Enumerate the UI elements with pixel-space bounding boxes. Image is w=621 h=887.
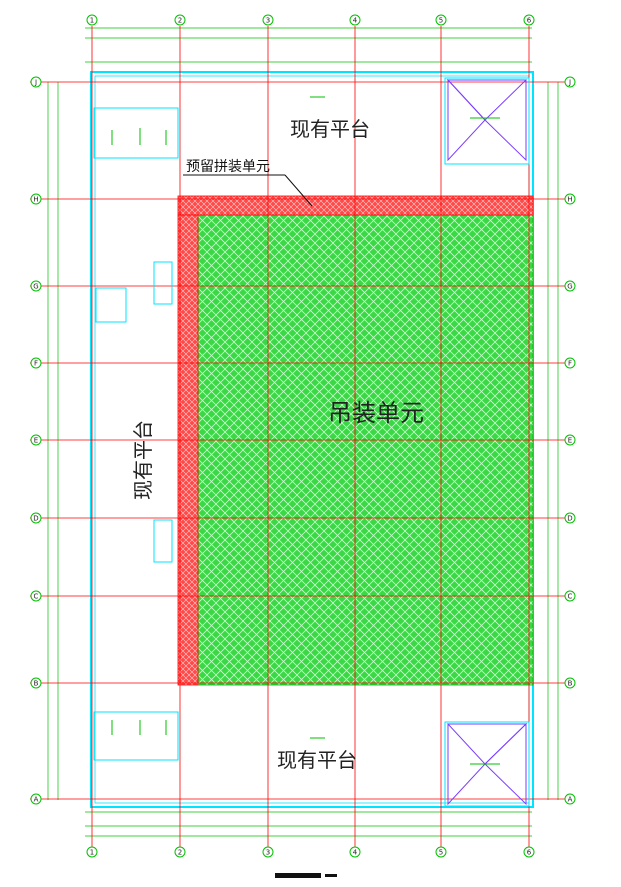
label-reserved-assembly-unit: 预留拼装单元 (186, 159, 270, 175)
label-existing-platform-top: 现有平台 (290, 117, 370, 141)
svg-text:2: 2 (178, 849, 182, 857)
svg-text:4: 4 (353, 849, 358, 857)
grid-bubble-row: J (30, 76, 42, 88)
svg-text:C: C (34, 593, 39, 601)
grid-bubble-col: 4 (349, 846, 361, 858)
svg-text:E: E (568, 437, 572, 445)
grid-bubble-row: E (30, 434, 42, 446)
svg-text:F: F (34, 360, 38, 368)
svg-text:D: D (33, 515, 38, 523)
grid-bubble-row: C (30, 590, 42, 602)
svg-text:6: 6 (527, 849, 532, 857)
grid-bubble-col: 5 (435, 14, 447, 26)
grid-bubble-col: 3 (262, 14, 274, 26)
grid-bubble-col: 2 (174, 846, 186, 858)
svg-text:J: J (34, 79, 37, 87)
grid-bubble-row: H (30, 193, 42, 205)
svg-text:4: 4 (353, 17, 358, 25)
grid-bubble-col: 4 (349, 14, 361, 26)
svg-text:G: G (33, 283, 38, 291)
reserved-assembly-area (177, 195, 534, 686)
svg-text:F: F (568, 360, 572, 368)
grid-bubble-col: 6 (523, 14, 535, 26)
svg-text:A: A (34, 796, 39, 804)
svg-text:E: E (34, 437, 38, 445)
grid-bubble-row: J (564, 76, 576, 88)
label-lifting-unit: 吊装单元 (328, 399, 424, 427)
svg-text:B: B (568, 680, 573, 688)
svg-text:H: H (33, 196, 38, 204)
label-existing-platform-bottom: 现有平台 (277, 748, 357, 772)
grid-bubble-row: G (564, 280, 576, 292)
svg-text:5: 5 (439, 849, 443, 857)
svg-text:J: J (568, 79, 571, 87)
grid-bubble-col: 2 (174, 14, 186, 26)
grid-bubble-row: F (564, 357, 576, 369)
svg-text:A: A (568, 796, 573, 804)
grid-bubble-row: C (564, 590, 576, 602)
svg-text:3: 3 (266, 17, 270, 25)
svg-text:D: D (567, 515, 572, 523)
roof-triangles (446, 78, 528, 806)
grid-lines (30, 26, 575, 848)
svg-text:6: 6 (527, 17, 532, 25)
dimension-lines (47, 27, 559, 837)
grid-bubble-col: 3 (262, 846, 274, 858)
svg-text:B: B (34, 680, 39, 688)
lifting-unit-area (197, 214, 534, 686)
svg-text:C: C (568, 593, 573, 601)
corner-rooms (93, 77, 530, 807)
label-existing-platform-left: 现有平台 (131, 420, 155, 500)
callout-leader (183, 174, 313, 207)
grid-bubble-row: B (30, 677, 42, 689)
grid-bubble-row: D (564, 512, 576, 524)
grid-bubble-row: H (564, 193, 576, 205)
grid-bubble-row: A (30, 793, 42, 805)
grid-bubble-row: D (30, 512, 42, 524)
grid-bubble-col: 1 (86, 14, 98, 26)
grid-bubble-row: E (564, 434, 576, 446)
annotation-ticks (111, 96, 500, 765)
svg-text:2: 2 (178, 17, 182, 25)
grid-bubble-row: G (30, 280, 42, 292)
grid-bubble-col: 6 (523, 846, 535, 858)
grid-bubble-row: A (564, 793, 576, 805)
svg-text:H: H (567, 196, 572, 204)
svg-text:1: 1 (90, 17, 94, 25)
scale-bar (275, 873, 337, 878)
grid-bubble-row: F (30, 357, 42, 369)
svg-text:3: 3 (266, 849, 270, 857)
grid-bubble-row: B (564, 677, 576, 689)
svg-text:5: 5 (439, 17, 443, 25)
grid-bubble-col: 5 (435, 846, 447, 858)
grid-bubble-col: 1 (86, 846, 98, 858)
svg-text:1: 1 (90, 849, 94, 857)
svg-text:G: G (567, 283, 572, 291)
